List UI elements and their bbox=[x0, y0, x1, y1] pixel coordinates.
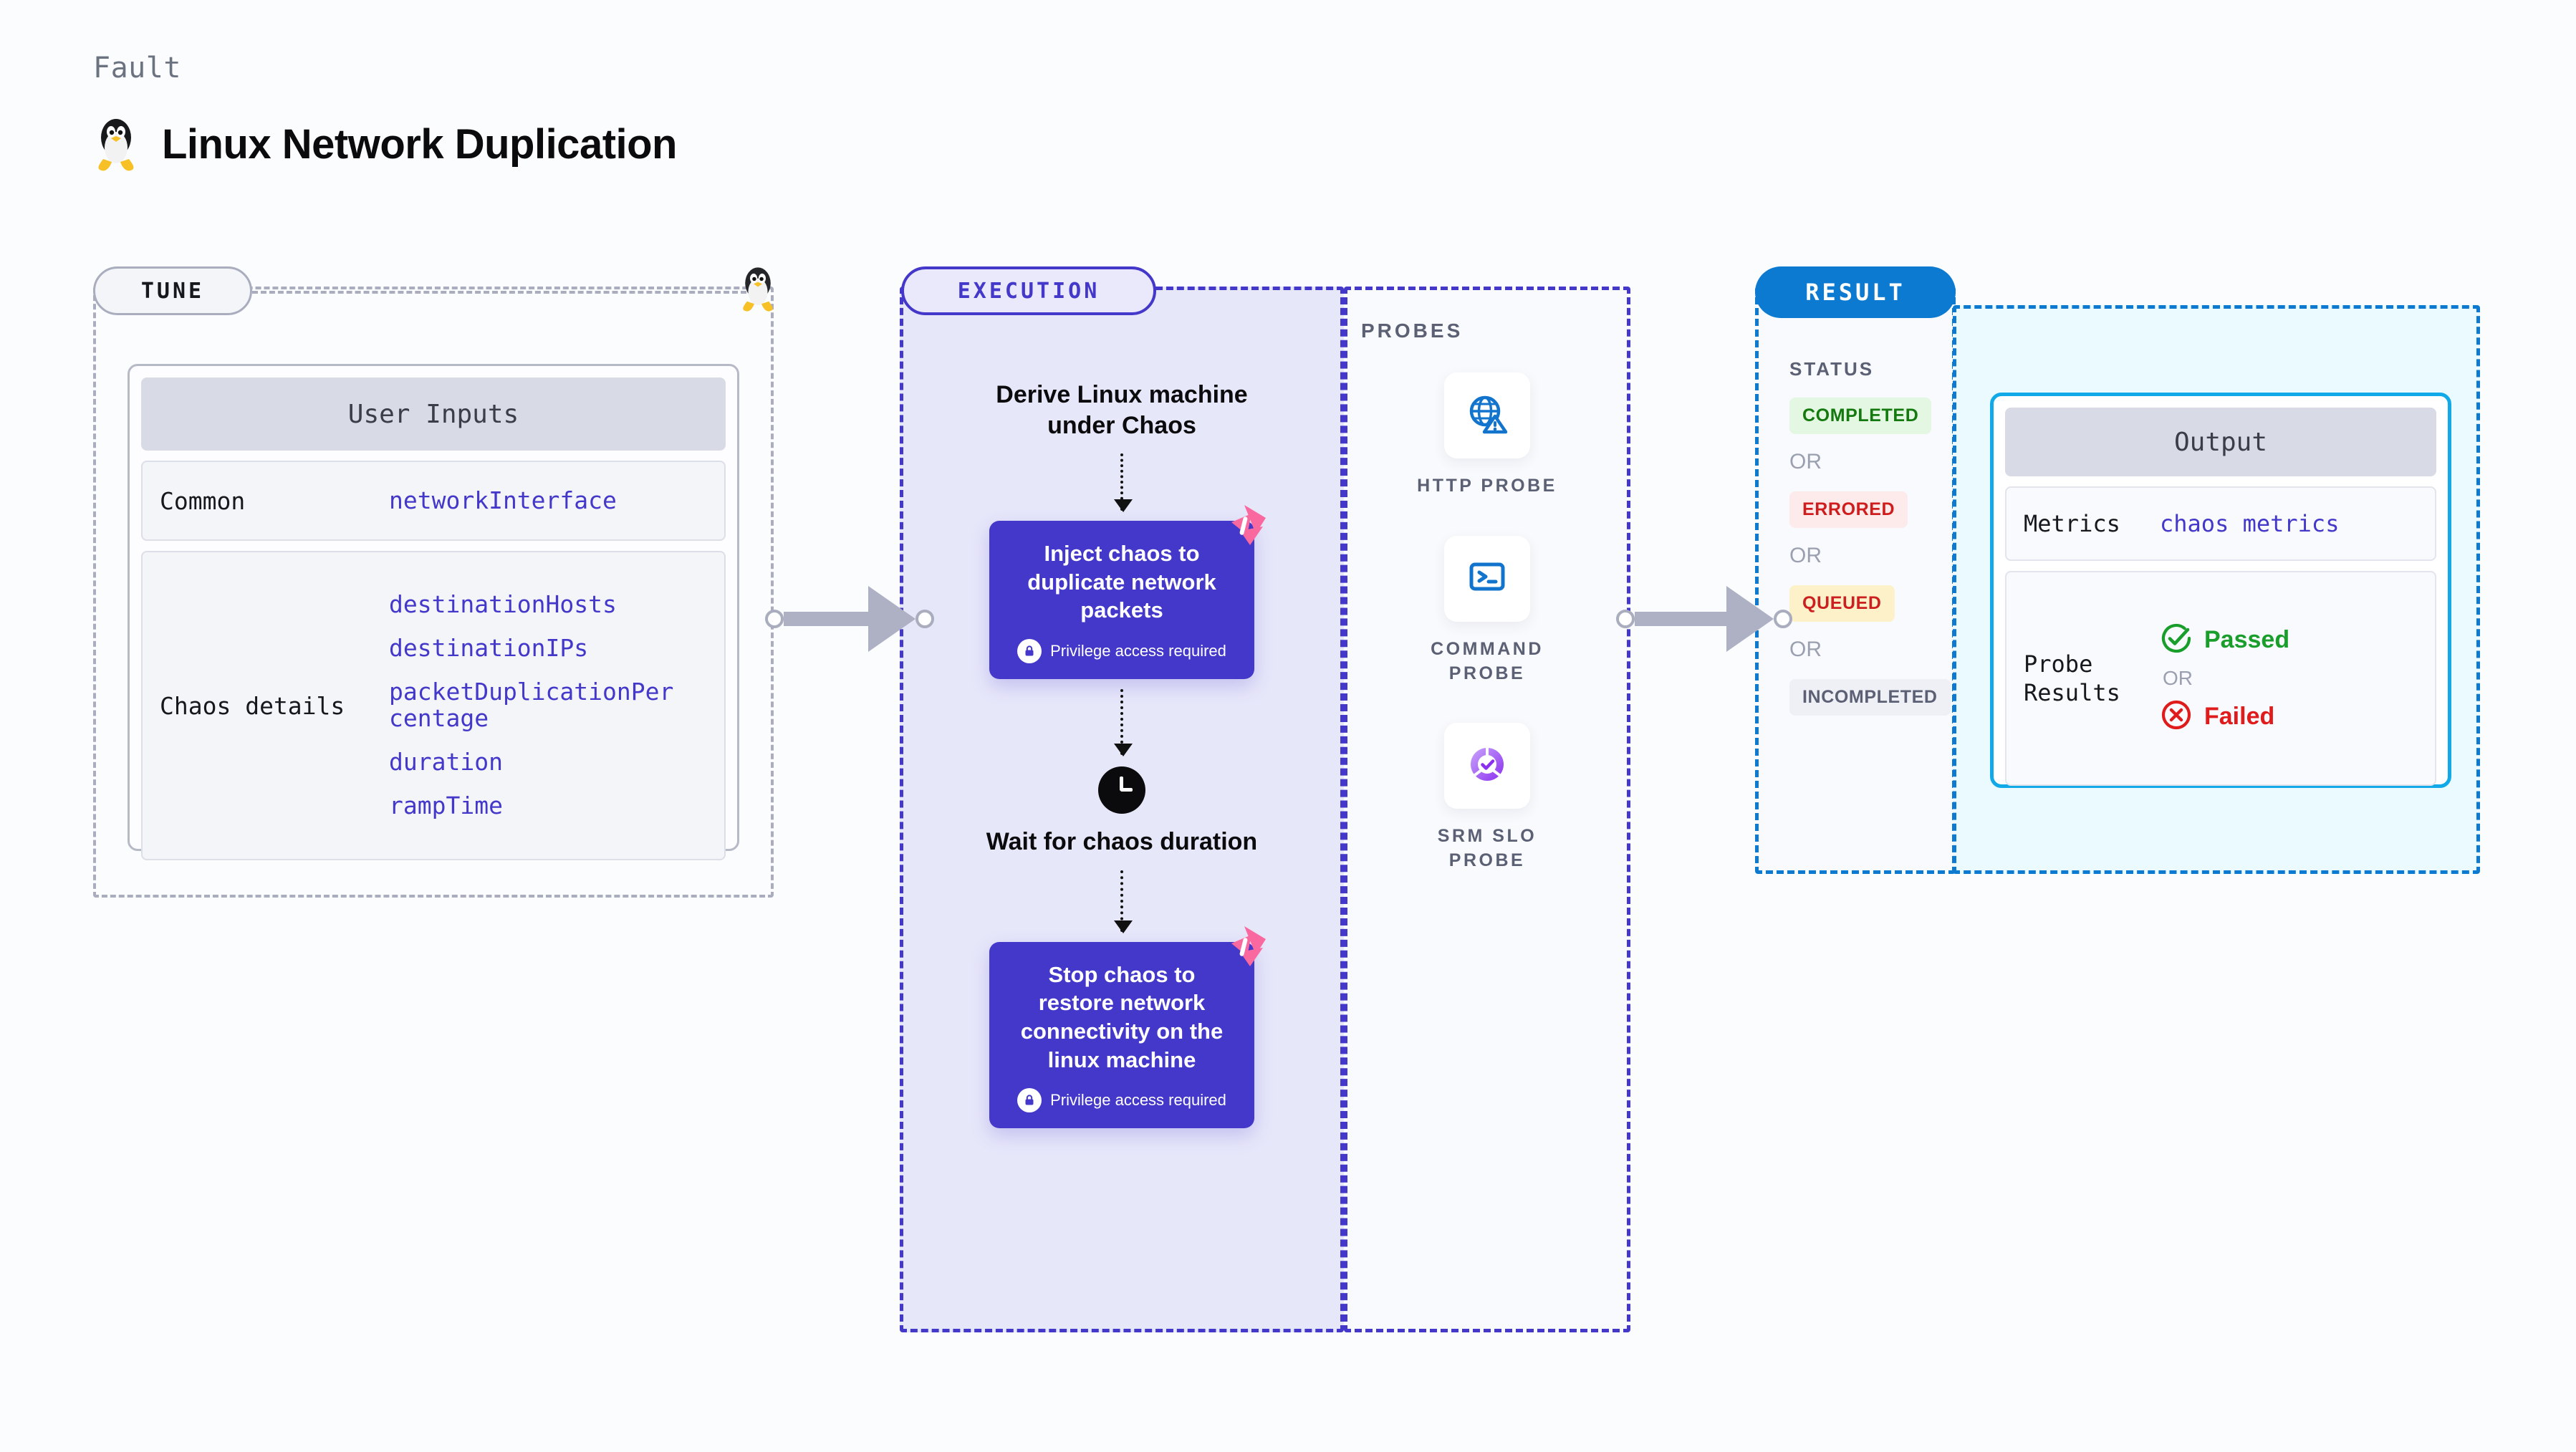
page-kicker: Fault bbox=[93, 52, 181, 85]
globe-warning-icon bbox=[1464, 390, 1511, 441]
tune-value[interactable]: destinationIPs bbox=[389, 634, 589, 663]
tune-value[interactable]: packetDuplicationPercentage bbox=[389, 678, 674, 732]
connector-arrow-probes-to-result bbox=[1616, 586, 1792, 652]
connector-dot bbox=[915, 610, 934, 628]
tune-value[interactable]: networkInterface bbox=[389, 486, 617, 514]
status-or-label: OR bbox=[1789, 544, 1822, 567]
connector-dot bbox=[765, 610, 784, 628]
probe-tile bbox=[1443, 372, 1530, 458]
tune-connector-line bbox=[252, 291, 746, 294]
user-inputs-card: User Inputs Common networkInterface Chao… bbox=[128, 364, 739, 860]
user-inputs-title: User Inputs bbox=[141, 378, 726, 451]
probe-label: COMMAND PROBE bbox=[1431, 638, 1544, 683]
probe-item-command[interactable]: COMMAND PROBE bbox=[1398, 535, 1577, 686]
connector-dot bbox=[1616, 610, 1635, 628]
execution-step-stop-card[interactable]: Stop chaos to restore network connectivi… bbox=[989, 925, 1266, 1129]
connector-arrow-tune-to-execution bbox=[765, 586, 934, 652]
flow-connector bbox=[1114, 689, 1133, 757]
privilege-note-text: Privilege access required bbox=[1050, 1091, 1226, 1110]
tune-row-key: Common bbox=[160, 486, 246, 515]
execution-step-derive-label: Derive Linux machine under Chaos bbox=[996, 381, 1248, 439]
terminal-icon bbox=[1464, 553, 1511, 604]
probe-result-failed-label: Failed bbox=[2204, 703, 2275, 730]
output-card: Output Metrics chaos metrics Probe Resul… bbox=[1990, 393, 2451, 788]
page-title: Linux Network Duplication bbox=[162, 120, 678, 168]
tune-row-key: Chaos details bbox=[160, 691, 345, 720]
probe-result-failed: Failed bbox=[2160, 698, 2289, 735]
lock-icon bbox=[1017, 639, 1042, 664]
tune-section-panel bbox=[93, 287, 774, 898]
execution-card-text: Inject chaos to duplicate network packet… bbox=[1027, 541, 1216, 623]
probe-label: HTTP PROBE bbox=[1417, 476, 1557, 496]
output-row-probe-results: Probe Results Passed OR bbox=[2005, 571, 2436, 786]
status-badge-completed: COMPLETED bbox=[1789, 398, 1932, 434]
connector-shaft bbox=[1635, 612, 1728, 626]
probe-item-srm-slo[interactable]: SRM SLO PROBE bbox=[1398, 723, 1577, 873]
output-row-key: Probe Results bbox=[2024, 650, 2120, 706]
slo-check-icon bbox=[1464, 741, 1511, 792]
connector-shaft bbox=[784, 612, 870, 626]
connector-arrowhead bbox=[868, 586, 915, 652]
privilege-note-row: Privilege access required bbox=[1011, 639, 1233, 664]
execution-card-text: Stop chaos to restore network connectivi… bbox=[1020, 961, 1224, 1072]
status-section-label: STATUS bbox=[1789, 358, 1875, 380]
probe-tile bbox=[1444, 723, 1530, 809]
tune-row-values: destinationHosts destinationIPs packetDu… bbox=[389, 590, 676, 819]
probe-result-passed: Passed bbox=[2160, 622, 2289, 658]
tune-value[interactable]: rampTime bbox=[389, 791, 503, 819]
tune-row-chaos-details: Chaos details destinationHosts destinati… bbox=[141, 551, 726, 860]
output-row-metrics: Metrics chaos metrics bbox=[2005, 486, 2436, 561]
clock-icon bbox=[1098, 766, 1145, 814]
privilege-note-row: Privilege access required bbox=[1011, 1088, 1233, 1113]
execution-chip: EXECUTION bbox=[901, 266, 1156, 315]
probe-tile bbox=[1444, 535, 1530, 622]
status-badge-queued: QUEUED bbox=[1789, 585, 1895, 622]
result-status-list: STATUS COMPLETED OR ERRORED OR QUEUED OR… bbox=[1755, 287, 1956, 874]
page-title-row: Linux Network Duplication bbox=[93, 116, 678, 172]
output-metrics-value[interactable]: chaos metrics bbox=[2160, 510, 2340, 537]
status-or-label: OR bbox=[1789, 638, 1822, 661]
result-chip: RESULT bbox=[1755, 266, 1956, 318]
x-circle-icon bbox=[2160, 698, 2193, 735]
harness-chaos-icon bbox=[1216, 498, 1272, 554]
linux-penguin-icon bbox=[93, 116, 139, 172]
probe-item-http[interactable]: HTTP PROBE bbox=[1417, 372, 1557, 499]
status-badge-errored: ERRORED bbox=[1789, 491, 1908, 528]
tune-value[interactable]: destinationHosts bbox=[389, 590, 617, 619]
flow-connector bbox=[1114, 870, 1133, 933]
connector-arrowhead bbox=[1726, 586, 1774, 652]
output-card-title: Output bbox=[2005, 408, 2436, 476]
tune-linux-penguin-icon bbox=[738, 265, 778, 316]
execution-step-inject-card[interactable]: Inject chaos to duplicate network packet… bbox=[989, 505, 1266, 680]
probe-result-or-label: OR bbox=[2163, 667, 2193, 689]
check-circle-icon bbox=[2160, 622, 2193, 658]
execution-flow: Derive Linux machine under Chaos Inject … bbox=[900, 287, 1344, 1332]
probes-section-panel bbox=[1344, 287, 1630, 1332]
output-row-key: Metrics bbox=[2024, 510, 2120, 537]
privilege-note-text: Privilege access required bbox=[1050, 642, 1226, 660]
flow-connector bbox=[1114, 453, 1133, 512]
probes-section-label: PROBES bbox=[1361, 319, 1464, 342]
status-badge-incompleted: INCOMPLETED bbox=[1789, 679, 1951, 716]
execution-step-wait-label: Wait for chaos duration bbox=[986, 828, 1258, 856]
tune-value[interactable]: duration bbox=[389, 747, 503, 776]
status-or-label: OR bbox=[1789, 450, 1822, 473]
tune-row-values: networkInterface bbox=[389, 486, 617, 514]
probes-list: HTTP PROBE COMMAND PROBE bbox=[1344, 372, 1630, 873]
lock-icon bbox=[1017, 1088, 1042, 1113]
connector-dot bbox=[1774, 610, 1792, 628]
tune-row-common: Common networkInterface bbox=[141, 461, 726, 541]
probe-results-values: Passed OR Failed bbox=[2160, 622, 2289, 735]
probe-label: SRM SLO PROBE bbox=[1437, 826, 1537, 870]
harness-chaos-icon bbox=[1216, 919, 1272, 975]
tune-chip: TUNE bbox=[93, 266, 252, 315]
probe-result-passed-label: Passed bbox=[2204, 626, 2290, 653]
